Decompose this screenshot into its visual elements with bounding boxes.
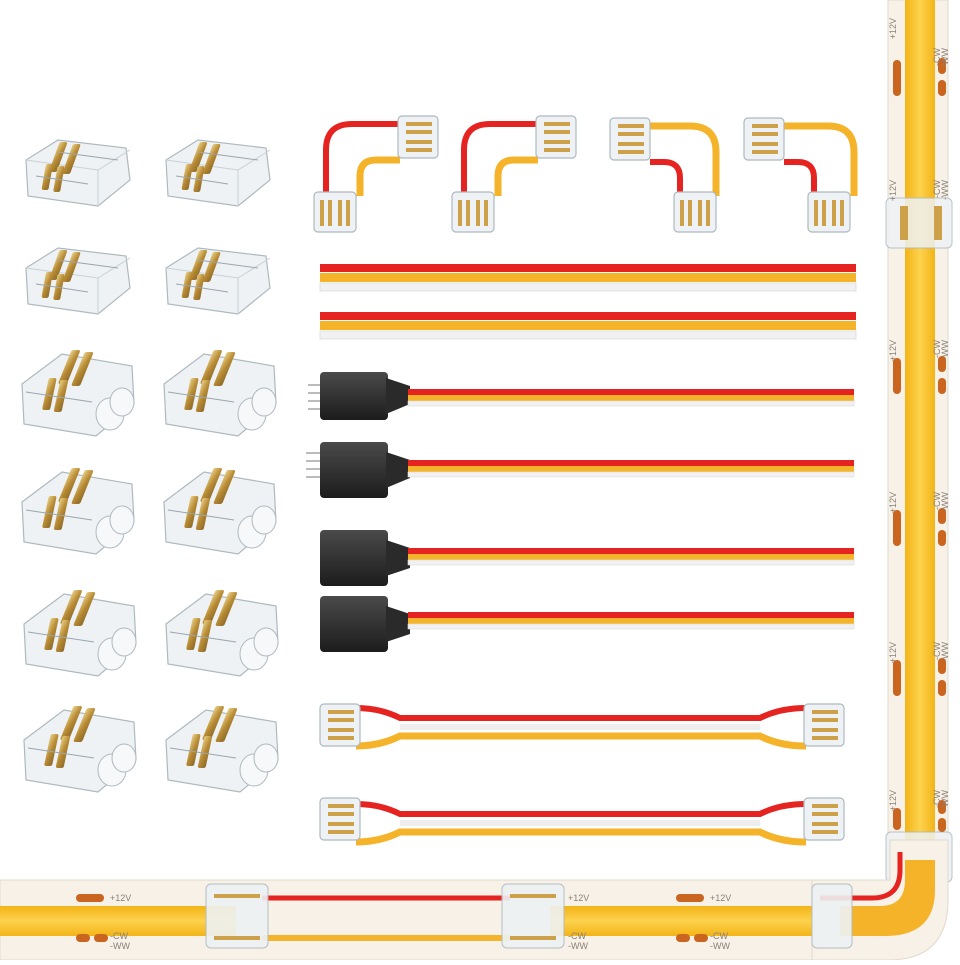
strip-label-cw: -CW [568,931,586,941]
vertical-cob-strip: +12V -CW -WW +12V -CW -WW +12V -CW -WW +… [885,0,953,883]
corner-connector-icon [609,117,720,233]
pigtail-icon [320,530,855,586]
pigtails [306,372,855,652]
corner-connector-icon [743,117,858,233]
gapless-connector-icon [165,589,279,677]
strip-label-positive: +12V [888,340,898,361]
pigtail-icon [308,372,855,420]
corner-connector-icon [313,115,439,233]
strip-label-positive: +12V [110,893,131,903]
jumper-icon [319,797,845,846]
strip-label-cw: -CW [710,931,728,941]
pigtail-icon [320,596,855,652]
strip-label-ww: -WW [940,642,950,662]
straight-connector-icon [25,139,131,207]
gapless-connector-icon [23,705,137,793]
strip-label-ww: -WW [940,340,950,360]
strip-label-cw: -CW [110,931,128,941]
gapless-connector-icon [165,705,279,793]
strip-label-cw: -CW [932,492,942,510]
strip-label-positive: +12V [888,790,898,811]
extension-wires [319,264,857,340]
strip-label-positive: +12V [888,642,898,663]
strip-label-positive: +12V [568,893,589,903]
strip-label-ww: -WW [940,492,950,512]
strip-label-ww: -WW [110,941,130,951]
straight-connector-icon [165,139,271,207]
strip-label-ww: -WW [940,48,950,68]
corner-connector-icon [451,115,577,233]
horizontal-cob-strip: +12V -CW -WW +12V -CW -WW +12V -CW -WW [0,839,949,961]
gapless-connector-icon [163,349,277,437]
jumpers [319,703,845,846]
gapless-connector-icon [21,467,135,555]
strip-label-ww: -WW [940,180,950,200]
strip-label-ww: -WW [568,941,588,951]
strip-label-ww: -WW [940,790,950,810]
connector-grid [21,139,279,793]
strip-label-positive: +12V [888,18,898,39]
strip-label-cw: -CW [932,180,942,198]
extension-wire-icon [319,312,857,340]
strip-label-cw: -CW [932,340,942,358]
corner-connectors [313,115,858,233]
straight-connector-icon [165,247,271,315]
gapless-connector-icon [21,349,135,437]
strip-label-ww: -WW [710,941,730,951]
strip-label-cw: -CW [932,48,942,66]
straight-connector-icon [25,247,131,315]
strip-label-cw: -CW [932,642,942,660]
gapless-connector-icon [23,589,137,677]
strip-label-cw: -CW [932,790,942,808]
strip-label-positive: +12V [888,180,898,201]
strip-label-positive: +12V [888,492,898,513]
gapless-connector-icon [163,467,277,555]
jumper-icon [319,703,845,750]
pigtail-icon [306,442,855,498]
extension-wire-icon [319,264,857,292]
strip-label-positive: +12V [710,893,731,903]
